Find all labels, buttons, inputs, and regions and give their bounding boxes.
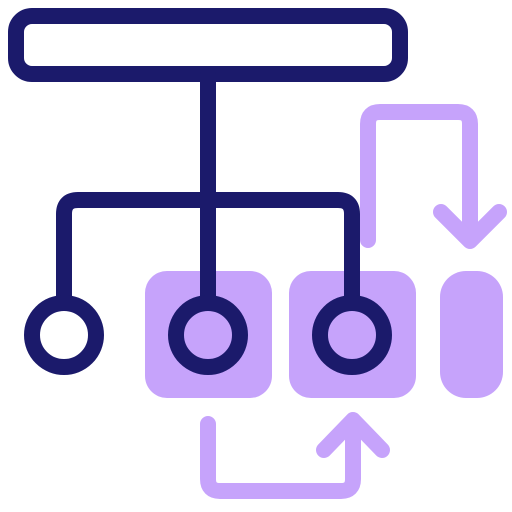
leaf-2-circle	[168, 295, 248, 375]
branch-line	[56, 192, 360, 308]
arrow-top-line	[360, 104, 478, 248]
leaf-3-circle	[312, 295, 392, 375]
arrow-bottom-line	[200, 416, 361, 499]
empty-slot	[440, 271, 503, 398]
leaf-1-circle	[24, 295, 104, 375]
arrow-bottom-head	[316, 412, 390, 458]
arrow-top-head	[433, 204, 507, 249]
root-bar	[8, 8, 408, 82]
